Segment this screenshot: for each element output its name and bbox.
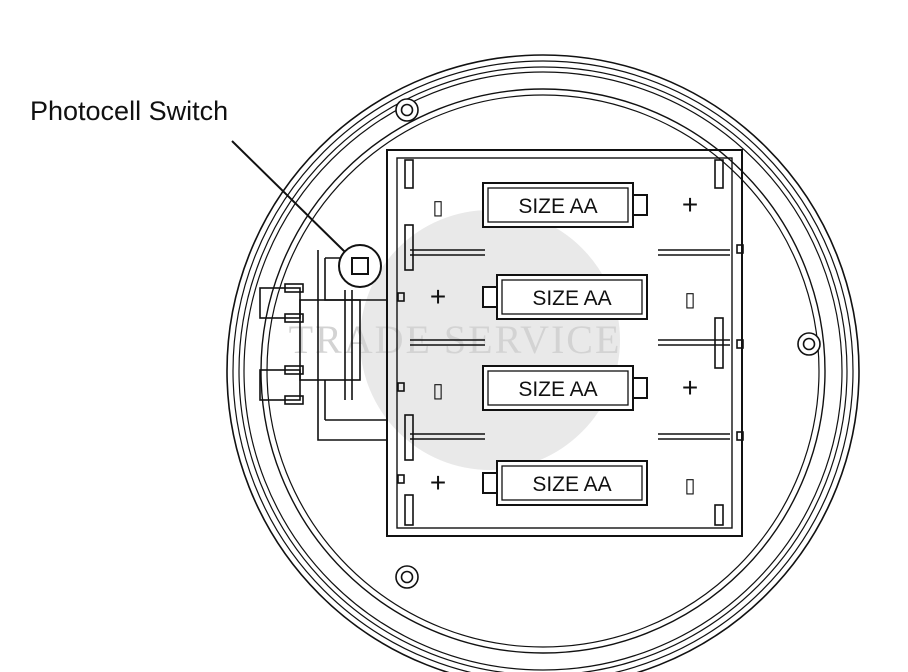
terminal-right: +	[682, 372, 698, 403]
battery-nub	[482, 472, 498, 494]
photocell-switch-circle	[338, 244, 382, 288]
terminal-left: ▯	[432, 380, 443, 402]
photocell-mechanism	[259, 250, 387, 441]
outer-ring-1	[226, 54, 860, 672]
bracket-bottom	[259, 369, 301, 401]
terminal-right: +	[682, 189, 698, 220]
battery-2: SIZE AA + ▯	[430, 274, 696, 320]
battery-label: SIZE AA	[532, 287, 611, 310]
terminal-right: ▯	[684, 475, 695, 497]
battery-3: SIZE AA ▯ +	[432, 365, 698, 411]
battery-inner-outline	[487, 187, 629, 223]
inner-ring-1	[260, 88, 826, 654]
battery-1: SIZE AA ▯ +	[432, 182, 698, 228]
holder-inner	[396, 157, 733, 529]
photocell-switch	[338, 244, 382, 288]
battery-label: SIZE AA	[518, 378, 597, 401]
holder-outer	[386, 149, 743, 537]
battery-nub	[632, 194, 648, 216]
photocell-switch-label: Photocell Switch	[30, 96, 229, 126]
screw-bottom	[395, 565, 419, 589]
battery-inner-outline	[501, 279, 643, 315]
battery-nub	[482, 286, 498, 308]
screw-right	[797, 332, 821, 356]
callout-leader-line	[231, 140, 346, 253]
battery-body	[482, 365, 634, 411]
terminal-right: ▯	[684, 289, 695, 311]
battery-inner-outline	[487, 370, 629, 406]
outer-ring-4	[243, 71, 843, 671]
terminal-left: +	[430, 281, 446, 312]
battery-nub	[632, 377, 648, 399]
inner-ring-2	[266, 94, 820, 648]
battery-holder	[386, 149, 744, 537]
terminal-left: ▯	[432, 197, 443, 219]
wire-frame	[317, 250, 387, 441]
batteries: SIZE AA ▯ + SIZE AA + ▯ SIZE AA ▯ + SIZE AA + ▯	[430, 182, 698, 506]
photocell-switch-square	[351, 257, 369, 275]
battery-label: SIZE AA	[532, 473, 611, 496]
battery-4: SIZE AA + ▯	[430, 460, 696, 506]
outer-ring-3	[238, 66, 848, 672]
battery-label: SIZE AA	[518, 195, 597, 218]
outer-ring-2	[232, 60, 854, 672]
battery-body	[496, 274, 648, 320]
housing-rings	[226, 54, 860, 672]
terminal-clips	[397, 159, 744, 526]
cell-dividers	[410, 249, 730, 440]
screw-top	[395, 98, 419, 122]
battery-body	[482, 182, 634, 228]
screws	[395, 98, 821, 589]
battery-inner-outline	[501, 465, 643, 501]
terminal-left: +	[430, 467, 446, 498]
